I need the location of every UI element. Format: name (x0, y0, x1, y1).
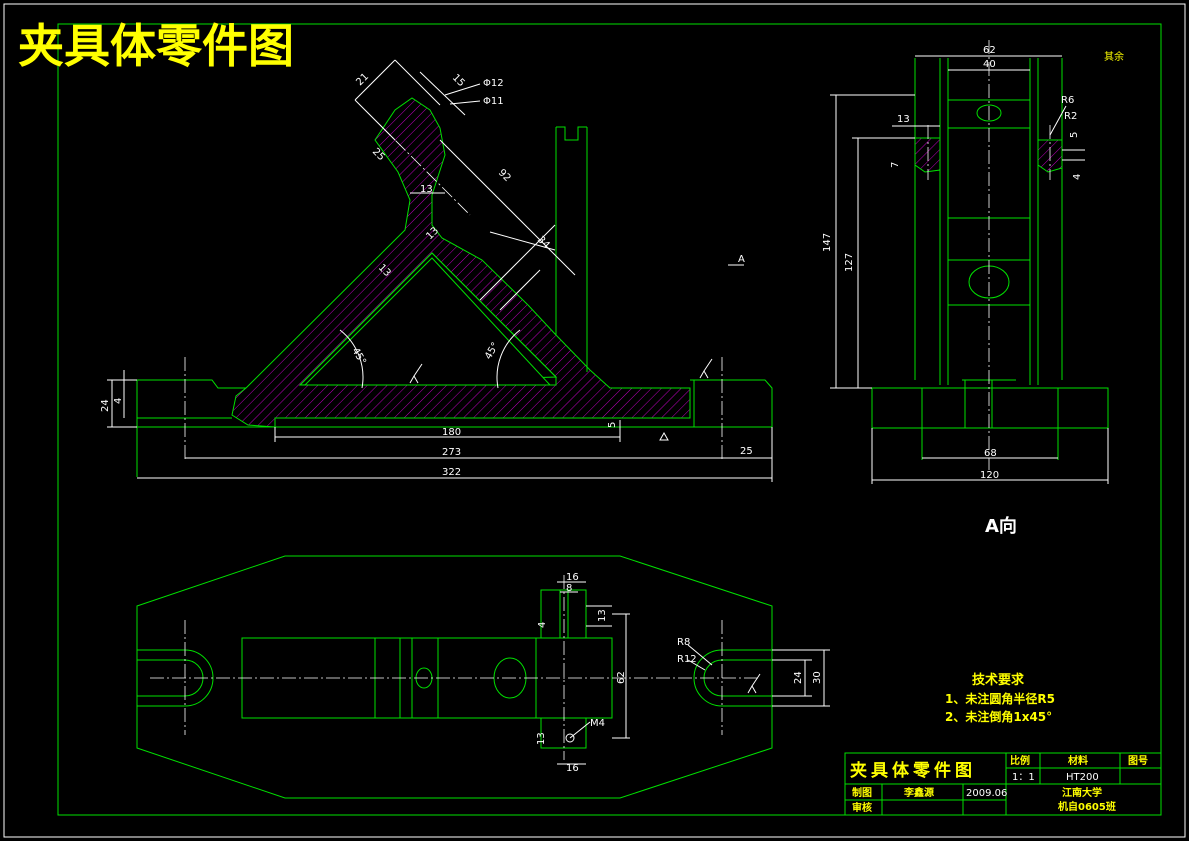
dim-68: 68 (984, 448, 997, 459)
dim-4: 4 (113, 398, 124, 404)
tech-req-item-1: 1、未注圆角半径R5 (945, 691, 1055, 706)
dim-8: 8 (566, 583, 572, 594)
dim-4-side: 4 (1072, 174, 1083, 180)
dim-5: 5 (607, 422, 618, 428)
drawn-label: 制图 (852, 786, 872, 799)
side-view: 62 40 147 127 13 7 R6 R2 5 4 68 120 (822, 40, 1109, 484)
dim-273: 273 (442, 447, 461, 458)
dim-13-a: 13 (420, 184, 433, 195)
dim-15: 15 (450, 72, 467, 89)
dim-7: 7 (890, 162, 901, 168)
drawing-title: 夹具体零件图 (18, 19, 294, 73)
dim-127: 127 (844, 253, 855, 272)
title-block: 夹具体零件图 比例 材料 图号 1：1 HT200 制图 李鑫源 2009.06… (844, 752, 1162, 816)
outer-border (3, 3, 1186, 838)
dim-16-bottom: 16 (566, 763, 579, 774)
top-view: 16 8 13 4 62 24 30 M4 13 16 R8 R12 (136, 555, 830, 799)
drawing-no-label: 图号 (1128, 755, 1148, 767)
dim-5-side: 5 (1069, 132, 1080, 138)
view-arrow-label: A (738, 254, 745, 265)
dim-16-top: 16 (566, 572, 579, 583)
dim-25: 25 (740, 446, 753, 457)
dim-62: 62 (983, 45, 996, 56)
dim-24: 24 (100, 399, 111, 412)
front-view: 180 273 25 322 24 4 5 45° 45° 92 34 13 1… (100, 59, 773, 482)
scale-label: 比例 (1010, 754, 1030, 767)
tech-req-heading: 技术要求 (972, 672, 1025, 688)
drawn-name: 李鑫源 (903, 786, 934, 799)
dim-62-top: 62 (616, 671, 627, 684)
surface-note: 其余 (1104, 50, 1124, 63)
scale-value: 1：1 (1012, 772, 1035, 783)
dim-24-top: 24 (793, 671, 804, 684)
dim-r8: R8 (677, 637, 690, 648)
school-name: 江南大学 (1062, 786, 1102, 799)
checked-label: 审核 (852, 801, 872, 814)
dim-4-top: 4 (537, 622, 548, 628)
class-name: 机自0605班 (1058, 800, 1116, 813)
tech-req-item-2: 2、未注倒角1x45° (945, 709, 1052, 724)
dim-21: 21 (354, 71, 371, 88)
dim-40: 40 (983, 59, 996, 70)
dim-phi11: Φ11 (483, 96, 504, 107)
view-a-direction-label: A向 (985, 515, 1017, 537)
drawn-date: 2009.06 (966, 788, 1007, 799)
dim-r6: R6 (1061, 95, 1074, 106)
dim-180: 180 (442, 427, 461, 438)
dim-r2: R2 (1064, 111, 1077, 122)
dim-phi12: Φ12 (483, 78, 504, 89)
dim-m4: M4 (590, 718, 605, 729)
dim-13-side: 13 (897, 114, 910, 125)
dim-147: 147 (822, 233, 833, 252)
dim-13-top: 13 (597, 609, 608, 622)
dim-30: 30 (812, 671, 823, 684)
inner-frame (57, 23, 1162, 816)
dim-13-bottom: 13 (536, 732, 547, 745)
dim-322: 322 (442, 467, 461, 478)
dim-92: 92 (496, 167, 513, 184)
technical-requirements: 技术要求 1、未注圆角半径R5 2、未注倒角1x45° (945, 672, 1055, 724)
title-block-name: 夹具体零件图 (850, 760, 976, 781)
material-label: 材料 (1068, 754, 1088, 767)
material-value: HT200 (1066, 772, 1099, 783)
dim-120: 120 (980, 470, 999, 481)
dim-r12: R12 (677, 654, 697, 665)
